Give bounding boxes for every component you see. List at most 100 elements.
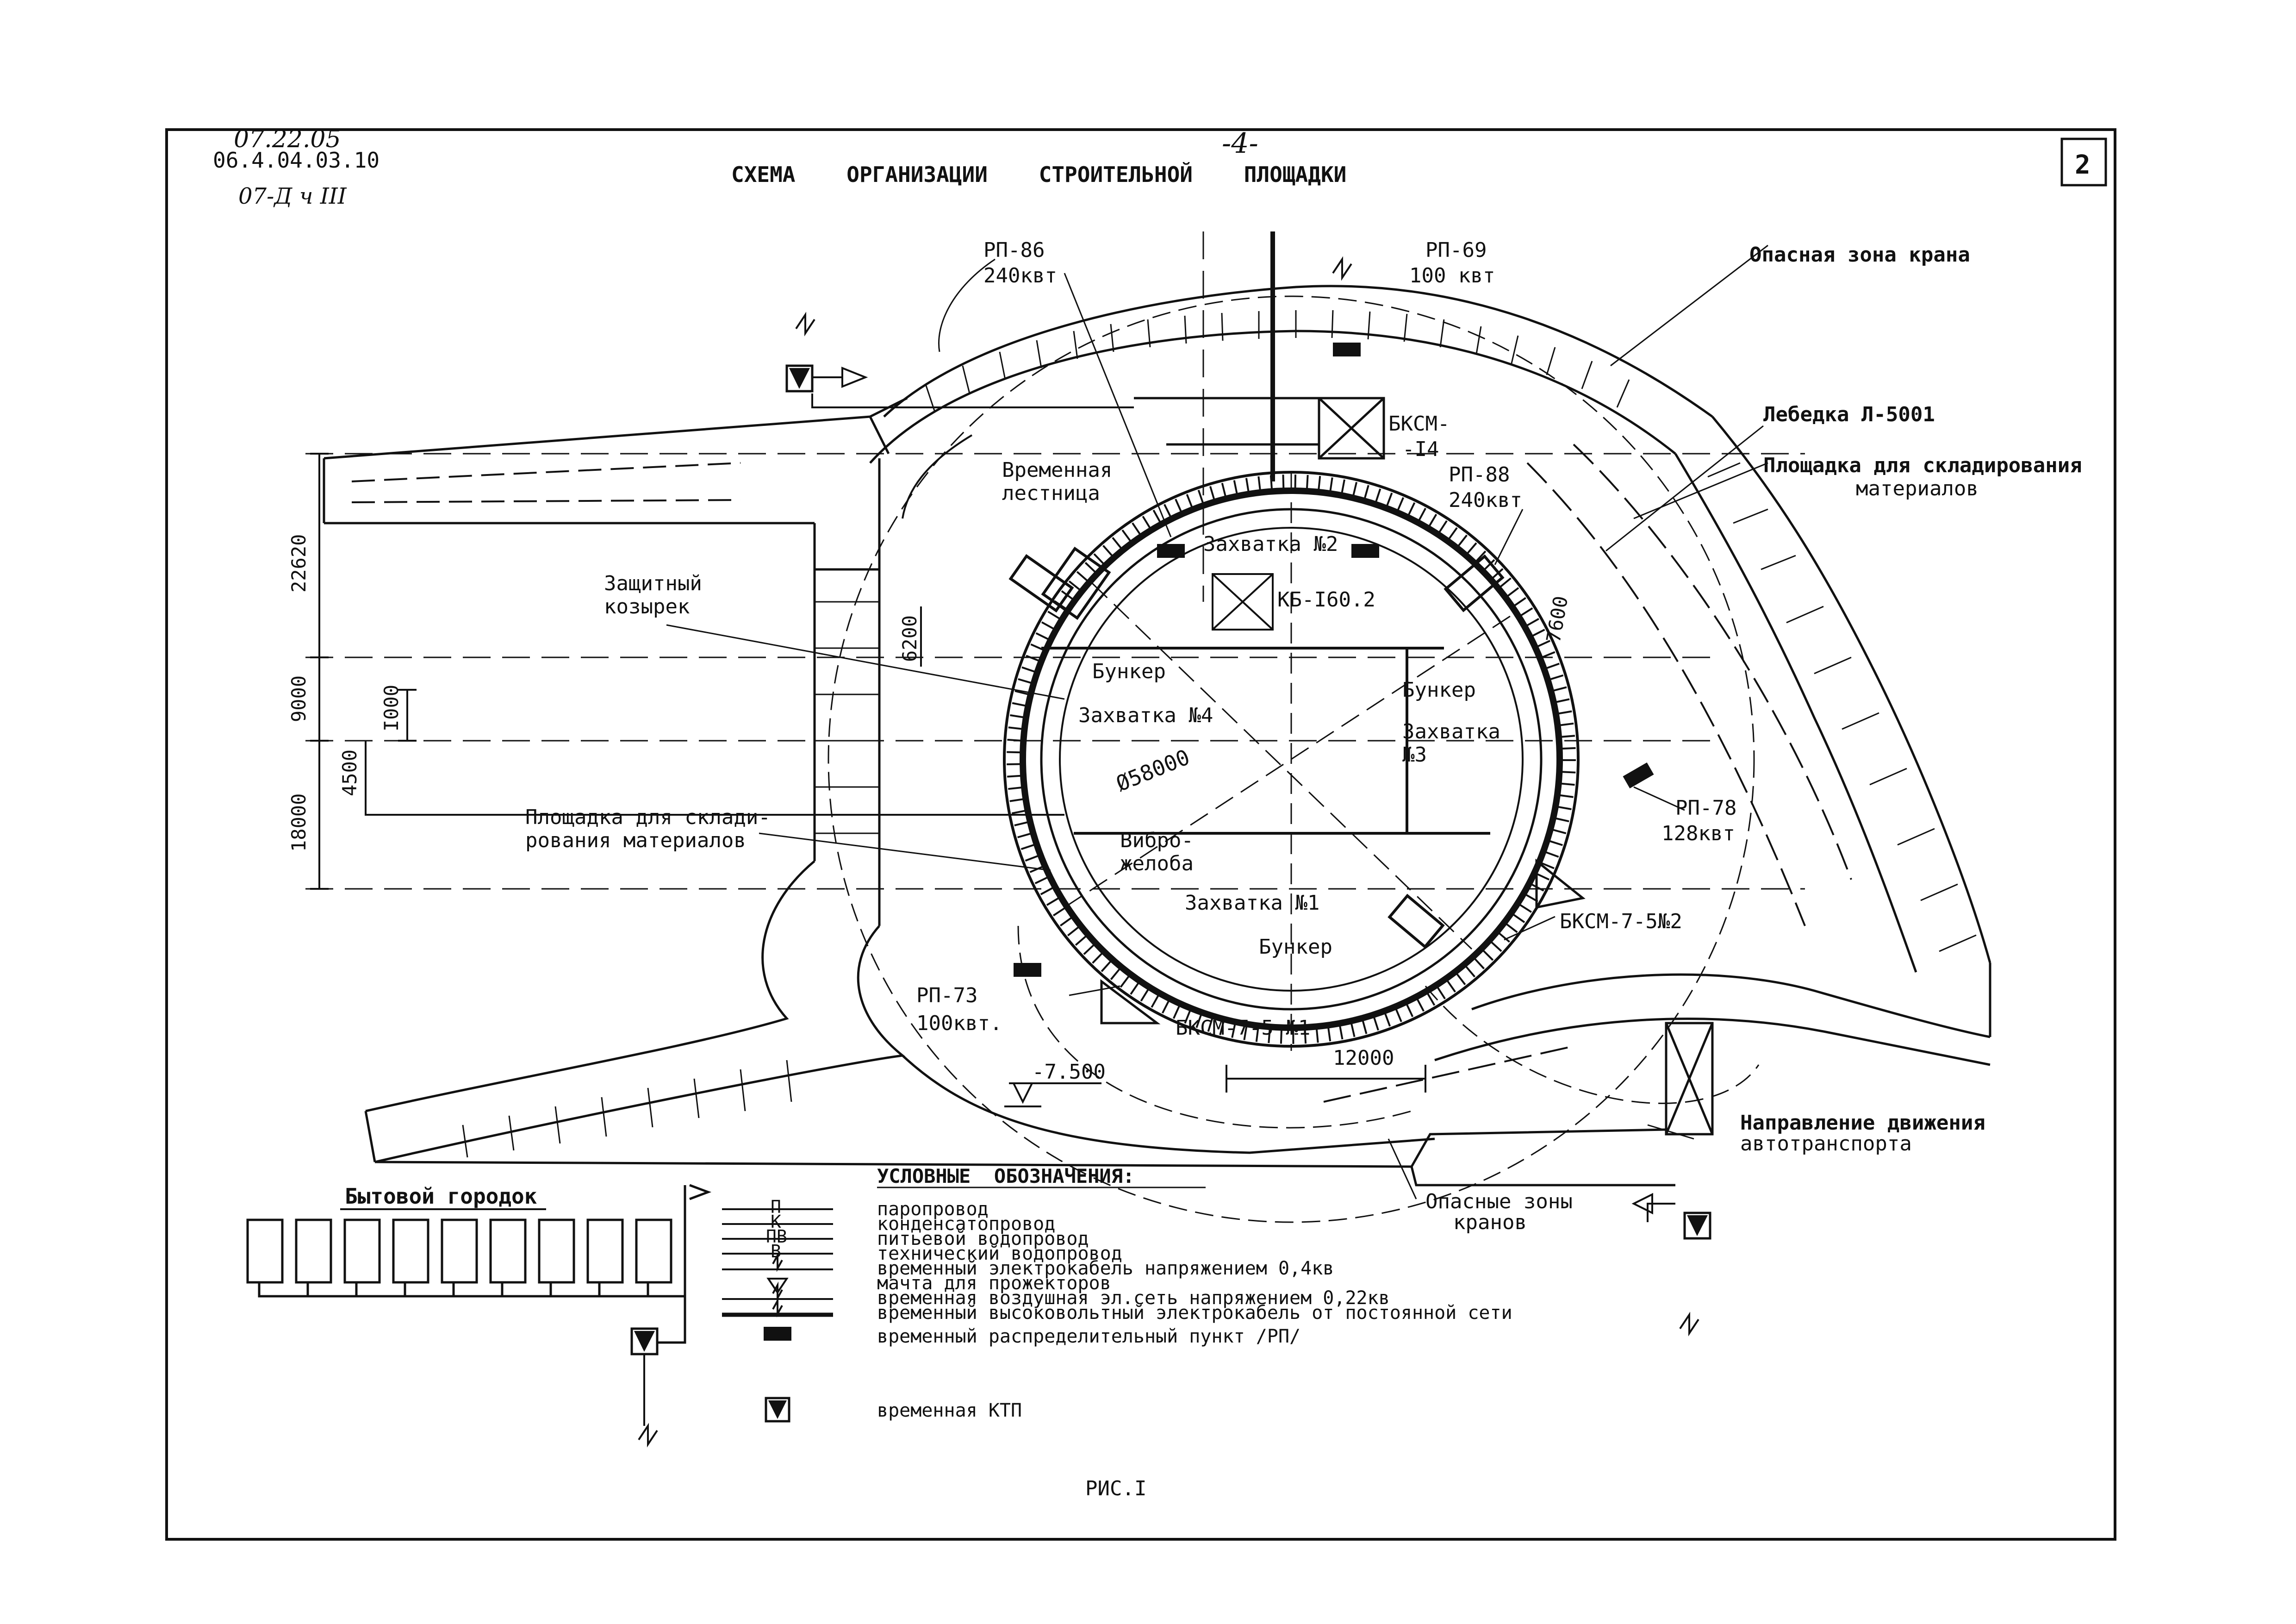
label-rp88: РП-88 xyxy=(1449,463,1510,487)
sheet-number: 2 xyxy=(2075,150,2091,180)
ktp-icon xyxy=(630,1327,659,1355)
ktp-icon xyxy=(1683,1212,1711,1240)
legend-text-5: временный электрокабель напряжением 0,4к… xyxy=(877,1258,1334,1279)
label-temp-stair-2: лестница xyxy=(1002,481,1100,505)
label-diameter: Ø58000 xyxy=(1113,744,1193,796)
grid-lines xyxy=(305,231,1805,890)
handwritten-code-1: 07.22.05 xyxy=(234,125,341,153)
label-bksm75-2: БКСМ-7-5№2 xyxy=(1560,910,1682,933)
label-rp78-power: 128квт xyxy=(1661,822,1735,845)
label-bunker-1: Бункер xyxy=(1092,660,1166,683)
label-kb: КБ-I60.2 xyxy=(1277,588,1375,612)
left-dimension-chain xyxy=(310,453,1064,890)
label-rp69-power: 100 квт xyxy=(1409,264,1495,287)
legend-text-1: паропровод xyxy=(877,1199,989,1220)
cable-from-ktp xyxy=(811,394,1134,408)
ktp-icon xyxy=(765,1397,790,1423)
cable-break-icon xyxy=(638,256,1699,1448)
distribution-point-icon xyxy=(1351,544,1379,558)
label-bunker-2: Бункер xyxy=(1402,678,1476,702)
legend-code-1: П xyxy=(771,1197,781,1217)
label-storage-left-2: рования материалов xyxy=(525,829,746,852)
label-bunker-3: Бункер xyxy=(1259,935,1332,959)
dimension-12000 xyxy=(1226,1065,1426,1093)
traffic-arrows xyxy=(351,434,1852,1103)
dim-7600: 7600 xyxy=(1542,594,1573,644)
label-section3-1: Захватка xyxy=(1402,720,1500,743)
legend-code-3: ПВ xyxy=(766,1226,787,1247)
figure-caption: РИС.I xyxy=(1085,1477,1146,1500)
legend-title: УСЛОВНЫЕ ОБОЗНАЧЕНИЯ: xyxy=(877,1165,1134,1187)
label-bksm75-1: БКСМ-7-5 №1 xyxy=(1176,1016,1310,1040)
floodlight-mast-icon xyxy=(1631,1193,1675,1222)
legend-text-6: мачта для прожекторов xyxy=(877,1273,1111,1294)
earth-slopes xyxy=(323,285,1991,1187)
label-elevation: -7.500 xyxy=(1032,1060,1106,1084)
distribution-point-icons xyxy=(1014,343,1654,977)
label-temp-stair-1: Временная xyxy=(1002,458,1112,482)
distribution-point-icon xyxy=(1014,963,1041,977)
label-traffic-2: автотранспорта xyxy=(1740,1132,1912,1156)
label-rp86-power: 240квт xyxy=(983,264,1057,287)
bunker-blocks xyxy=(1008,546,1505,949)
label-rp88-power: 240квт xyxy=(1449,488,1522,512)
legend-text-9: временный распределительный пункт /РП/ xyxy=(877,1326,1300,1347)
distribution-point-icon xyxy=(1623,762,1654,788)
label-traffic-1: Направление движения xyxy=(1740,1111,1985,1135)
dim-9000: 9000 xyxy=(287,675,310,722)
drawing-title: СХЕМА ОРГАНИЗАЦИИ СТРОИТЕЛЬНОЙ ПЛОЩАДКИ xyxy=(731,162,1346,187)
tank-crosshairs xyxy=(1064,472,1518,1051)
label-rp69: РП-69 xyxy=(1425,238,1487,262)
dim-22620: 22620 xyxy=(287,534,310,593)
label-section2: Захватка №2 xyxy=(1203,532,1338,556)
label-guard-2: козырек xyxy=(604,595,690,618)
legend-text-7: временная воздушная эл.сеть напряжением … xyxy=(877,1287,1390,1309)
label-rp73-power: 100квт. xyxy=(916,1012,1002,1035)
legend-text-8: временный высоковольтный электрокабель о… xyxy=(877,1302,1512,1324)
ktp-icon xyxy=(785,364,814,393)
dim-1000: I000 xyxy=(380,685,403,731)
label-storage-left-1: Площадка для склади- xyxy=(525,806,771,829)
legend-text-3: питьевой водопровод xyxy=(877,1228,1089,1249)
label-section1: Захватка №1 xyxy=(1185,891,1319,915)
distribution-point-icon xyxy=(1333,343,1361,356)
label-rp78: РП-78 xyxy=(1675,796,1736,820)
label-crane-zone: Опасная зона крана xyxy=(1749,243,1970,267)
legend-text-4: технический водопровод xyxy=(877,1243,1122,1264)
drawing-labels: РП-86 240квт РП-69 100 квт Опасная зона … xyxy=(525,238,2082,1234)
crane-danger-zones xyxy=(828,295,1760,1223)
bksm-7-5-frames xyxy=(1100,858,1714,1136)
label-guard-1: Защитный xyxy=(604,572,702,595)
tower-crane xyxy=(1212,573,1274,631)
label-crane-zones-1: Опасные зоны xyxy=(1425,1190,1573,1213)
label-storage-right-1: Площадка для складирования xyxy=(1763,454,2082,477)
label-vibro-1: Вибро- xyxy=(1120,829,1194,852)
label-section4: Захватка №4 xyxy=(1078,704,1213,727)
handwritten-code-2: 07-Д ч III xyxy=(238,183,347,209)
label-section3-2: №3 xyxy=(1402,743,1427,767)
elevation-mark xyxy=(1004,1082,1101,1107)
legend-code-4: В xyxy=(771,1241,781,1262)
label-rp73: РП-73 xyxy=(916,984,977,1007)
label-crane-zones-2: кранов xyxy=(1453,1211,1527,1234)
leader-lines xyxy=(666,244,1768,1199)
household-camp: Бытовой городок xyxy=(246,1184,712,1426)
doc-number: 06.4.04.03.10 xyxy=(213,148,380,173)
label-storage-right-2: материалов xyxy=(1856,477,1979,500)
legend-symbols xyxy=(722,1208,833,1318)
dim-18000: 18000 xyxy=(287,793,310,852)
legend-text-2: конденсатопровод xyxy=(877,1213,1055,1235)
distribution-point-icon xyxy=(1157,544,1185,558)
label-vibro-2: желоба xyxy=(1120,852,1194,875)
slope-hatching xyxy=(462,310,1977,1158)
dim-4500: 4500 xyxy=(338,750,361,796)
sheet-number-box xyxy=(2060,137,2107,187)
page-number: -4- xyxy=(1222,127,1258,160)
floodlight-mast-icon xyxy=(812,367,868,388)
label-winch: Лебедка Л-5001 xyxy=(1763,403,1935,426)
label-12000: 12000 xyxy=(1333,1046,1394,1070)
legend: УСЛОВНЫЕ ОБОЗНАЧЕНИЯ: П К ПВ В паропрово… xyxy=(722,1165,1512,1423)
dim-6200: 6200 xyxy=(898,615,921,662)
section-dividers xyxy=(1041,647,1490,835)
